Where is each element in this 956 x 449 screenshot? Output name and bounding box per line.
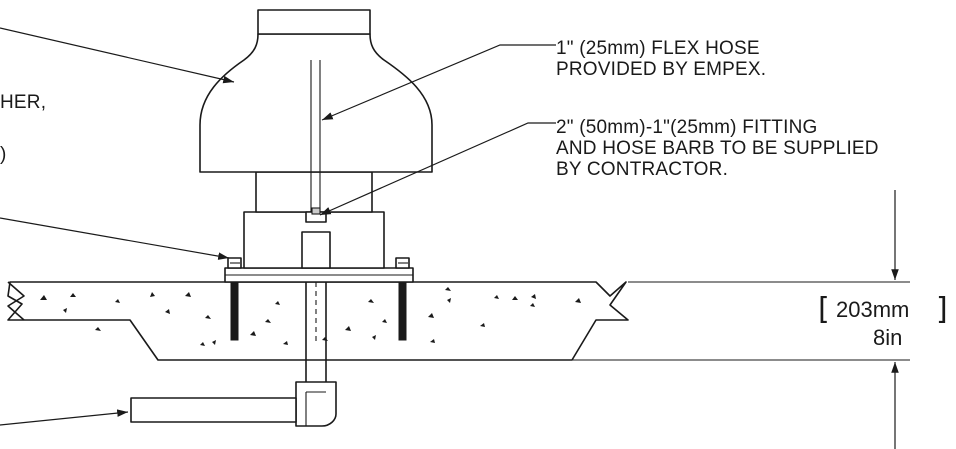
callout-flex-hose-line2: PROVIDED BY EMPEX. (556, 59, 766, 80)
fitting-pipe (130, 231, 337, 427)
callout-fitting-line2: AND HOSE BARB TO BE SUPPLIED (556, 138, 879, 159)
callout-flex-hose: 1" (25mm) FLEX HOSE PROVIDED BY EMPEX. (556, 38, 766, 80)
callout-left-partial: HER, ) (0, 92, 46, 165)
callout-left-line2: ) (0, 144, 7, 165)
leader-lines (0, 27, 556, 426)
anchor-bolt-left (227, 257, 242, 341)
equipment-housing (199, 9, 433, 269)
dim-metric: 203mm (836, 297, 909, 322)
callout-flex-hose-line1: 1" (25mm) FLEX HOSE (556, 38, 760, 59)
concrete-slab (7, 281, 629, 361)
anchor-bolt-right (395, 257, 410, 341)
callout-left-line1: HER, (0, 92, 46, 113)
flex-hose (305, 60, 327, 223)
dimension-slab-thickness: [ 203mm ] 8in (498, 190, 948, 449)
dim-bracket-open: [ (818, 292, 830, 327)
aggregate-marks (40, 287, 581, 346)
base-plate (224, 267, 414, 283)
callout-fitting-line3: BY CONTRACTOR. (556, 159, 728, 180)
dim-bracket-close: ] (936, 292, 948, 327)
callout-fitting: 2" (50mm)-1"(25mm) FITTING AND HOSE BARB… (556, 117, 879, 180)
callout-fitting-line1: 2" (50mm)-1"(25mm) FITTING (556, 117, 817, 138)
dim-imperial: 8in (873, 325, 902, 350)
